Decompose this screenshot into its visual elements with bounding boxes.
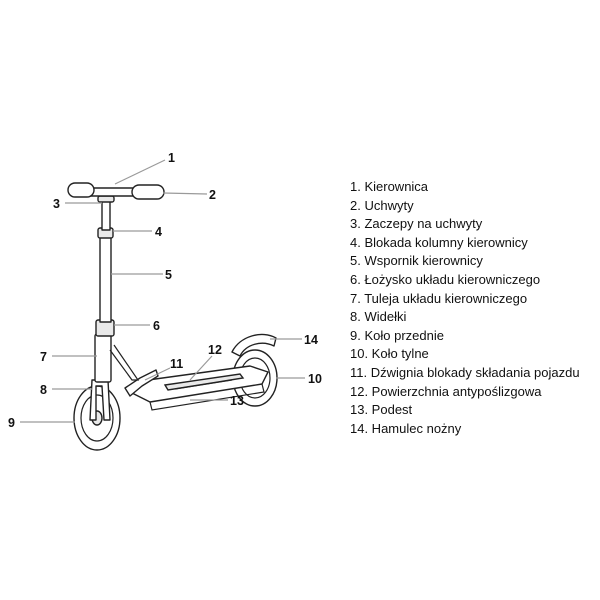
frame-strut	[109, 344, 140, 381]
callout-5: 5	[165, 268, 172, 282]
folding-lever	[124, 369, 159, 397]
legend-item: 12. Powierzchnia antypoślizgowa	[350, 383, 542, 399]
callout-13: 13	[230, 394, 244, 408]
callout-6: 6	[153, 319, 160, 333]
legend-item: 9. Koło przednie	[350, 327, 444, 343]
fork	[89, 379, 111, 421]
handlebar	[67, 182, 165, 200]
legend-item: 10. Koło tylne	[350, 346, 429, 362]
callout-numbers: 1 2 3 4 5 6 7 8 9 10 11 12 13 14	[8, 151, 322, 430]
legend-item: 7. Tuleja układu kierowniczego	[350, 290, 528, 306]
legend-item: 4. Blokada kolumny kierownicy	[350, 234, 528, 250]
legend-item: 14. Hamulec nożny	[350, 420, 462, 436]
callout-12: 12	[208, 343, 222, 357]
legend-item: 5. Wspornik kierownicy	[350, 253, 483, 269]
parts-legend: 1. Kierownica 2. Uchwyty 3. Zaczepy na u…	[350, 178, 580, 438]
callout-2: 2	[209, 188, 216, 202]
callout-14: 14	[304, 333, 318, 347]
front-wheel	[73, 385, 121, 451]
legend-item: 2. Uchwyty	[350, 197, 414, 213]
legend-item: 13. Podest	[350, 402, 413, 418]
legend-item: 6. Łożysko układu kierowniczego	[350, 271, 541, 287]
callout-3: 3	[53, 197, 60, 211]
callout-1: 1	[168, 151, 175, 165]
callout-4: 4	[155, 225, 162, 239]
callout-9: 9	[8, 416, 15, 430]
callout-7: 7	[40, 350, 47, 364]
legend-item: 3. Zaczepy na uchwyty	[350, 216, 483, 232]
legend-item: 11. Dźwignia blokady składania pojazdu	[350, 364, 580, 380]
rear-brake-fender	[231, 333, 277, 357]
legend-item: 1. Kierownica	[350, 179, 429, 194]
callout-8: 8	[40, 383, 47, 397]
leader-lines	[20, 159, 305, 423]
legend-item: 8. Widełki	[350, 309, 407, 325]
handlebar-clamp	[97, 195, 115, 203]
scooter-illustration	[67, 182, 278, 451]
handlebar-column	[99, 235, 112, 323]
callout-11: 11	[170, 357, 183, 371]
callout-10: 10	[308, 372, 322, 386]
steering-sleeve	[94, 333, 112, 383]
